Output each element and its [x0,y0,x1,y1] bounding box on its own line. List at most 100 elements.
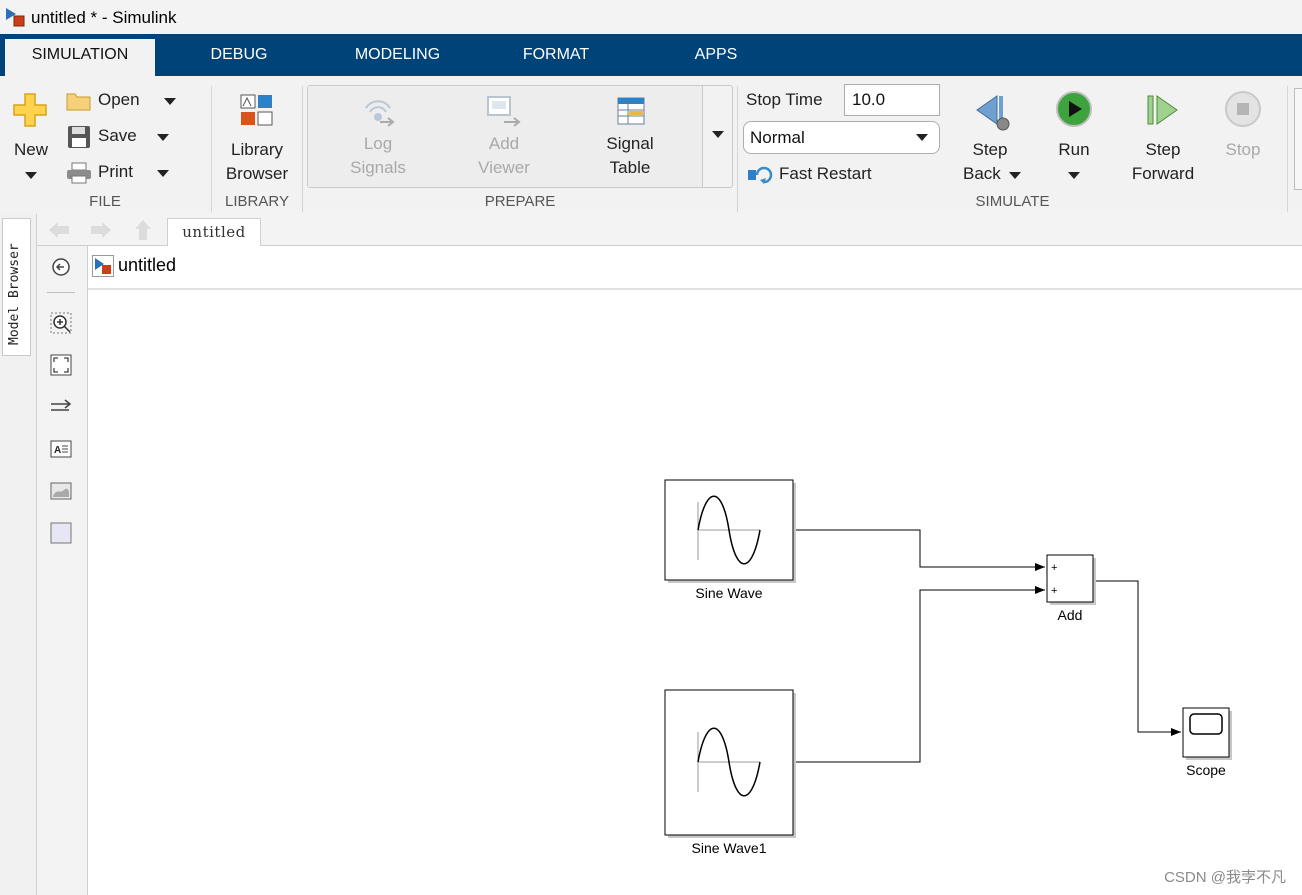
chevron-down-icon [157,134,169,141]
step-back-label-2: Back [963,164,1001,183]
model-browser-label: Model Browser [7,243,22,345]
breadcrumb-model-name[interactable]: untitled [118,255,177,275]
window-title: untitled * - Simulink [31,8,177,27]
ribbon-overflow-panel [1294,88,1302,190]
up-arrow-icon[interactable] [133,218,153,242]
log-signals-icon [365,100,395,127]
model-canvas[interactable]: + + Sine Wave Sine Wave1 Add Scope CSDN … [88,290,1302,895]
section-label-simulate: SIMULATE [975,193,1050,210]
tab-apps[interactable]: APPS [694,46,738,63]
stop-icon [1225,91,1261,127]
arrange-signals-icon[interactable] [50,396,72,418]
toolstrip-tabs: SIMULATION DEBUG MODELING FORMAT APPS [0,34,1302,76]
log-signals-button[interactable]: Log Signals [330,94,426,182]
add-viewer-label-1: Add [488,134,520,153]
add-label[interactable]: Add [1057,607,1083,623]
gallery-expand-button[interactable] [702,86,733,187]
zoom-in-icon[interactable] [50,312,72,334]
sine-wave1-block[interactable] [664,689,796,838]
step-forward-icon [1147,95,1178,125]
signal-line-sine-to-add[interactable] [793,529,1045,571]
stop-time-label: Stop Time [746,90,823,109]
add-port1-sign: + [1051,562,1057,574]
step-forward-label-2: Forward [1131,164,1195,183]
signal-line-sine1-to-add[interactable] [793,586,1045,763]
sine-wave-icon [697,727,761,797]
new-button[interactable]: New [6,90,56,186]
image-icon[interactable] [50,480,72,502]
signal-line-add-to-scope[interactable] [1093,580,1181,736]
log-signals-label-2: Signals [350,158,406,177]
fast-restart-button[interactable]: Fast Restart [745,162,895,188]
area-icon[interactable] [50,522,72,544]
step-forward-button[interactable]: Step Forward [1124,90,1202,186]
svg-text:A: A [54,445,61,456]
title-bar: untitled * - Simulink [0,0,1302,34]
new-plus-icon [13,93,47,127]
printer-icon [67,162,91,184]
print-button[interactable]: Print [64,160,184,186]
ribbon-divider [302,86,303,212]
stop-button[interactable]: Stop [1214,90,1272,186]
simulation-mode-select[interactable]: Normal [743,121,940,154]
library-browser-label-2: Browser [225,164,289,183]
canvas-tool-strip: A [37,246,88,895]
block-diagram: + + [664,479,1232,838]
step-back-button[interactable]: Step Back [955,90,1031,186]
folder-icon [66,93,91,111]
open-button[interactable]: Open [64,88,184,114]
scope-screen-icon [1189,713,1223,735]
step-forward-label-1: Step [1145,140,1181,159]
ribbon-divider [737,86,738,212]
back-arrow-icon[interactable] [47,220,71,240]
model-icon [92,255,114,277]
model-browser-tab[interactable]: Model Browser [2,218,31,356]
signal-table-button[interactable]: Signal Table [582,94,678,182]
navigation-bar: untitled [37,214,1302,246]
fast-restart-icon [748,166,773,184]
scope-label[interactable]: Scope [1186,762,1226,778]
sine-wave1-label[interactable]: Sine Wave1 [691,840,767,856]
chevron-down-icon [164,98,176,105]
simulink-logo-icon [6,8,25,27]
tab-format[interactable]: FORMAT [522,46,590,63]
tab-modeling[interactable]: MODELING [354,46,441,63]
fast-restart-label: Fast Restart [779,164,872,183]
forward-arrow-icon[interactable] [89,220,113,240]
step-back-label-1: Step [972,140,1008,159]
sine-wave-icon [697,495,761,565]
library-browser-label-1: Library [231,140,283,159]
sine-wave-block[interactable] [664,479,796,583]
tab-simulation[interactable]: SIMULATION [5,39,155,76]
chevron-down-icon [157,170,169,177]
chevron-down-icon [25,172,37,179]
chevron-down-icon [1068,172,1080,179]
save-button[interactable]: Save [64,124,184,150]
new-label: New [13,140,48,159]
model-tab-untitled[interactable]: untitled [167,218,261,246]
ribbon-divider [211,86,212,212]
tab-debug[interactable]: DEBUG [210,46,268,63]
scope-block[interactable] [1182,707,1232,760]
sine-wave-label[interactable]: Sine Wave [695,585,763,601]
signal-table-icon [617,97,645,125]
hide-show-explorer-icon[interactable] [50,256,72,278]
add-block[interactable]: + + [1046,554,1096,605]
add-port2-sign: + [1051,585,1057,597]
print-label: Print [98,162,133,181]
open-label: Open [98,90,140,109]
fit-to-view-icon[interactable] [50,354,72,376]
stop-time-field[interactable]: 10.0 [844,84,940,116]
library-browser-button[interactable]: Library Browser [218,90,296,186]
add-viewer-icon [487,96,521,127]
add-viewer-button[interactable]: Add Viewer [456,94,552,182]
simulation-mode-value: Normal [750,128,805,147]
section-label-library: LIBRARY [225,193,289,210]
log-signals-label-1: Log [363,134,393,153]
annotation-icon[interactable]: A [50,438,72,460]
chevron-down-icon [1009,172,1021,179]
run-button[interactable]: Run [1046,90,1102,186]
run-label: Run [1058,140,1090,159]
stop-time-value: 10.0 [852,90,886,109]
breadcrumb: untitled [88,246,1302,290]
